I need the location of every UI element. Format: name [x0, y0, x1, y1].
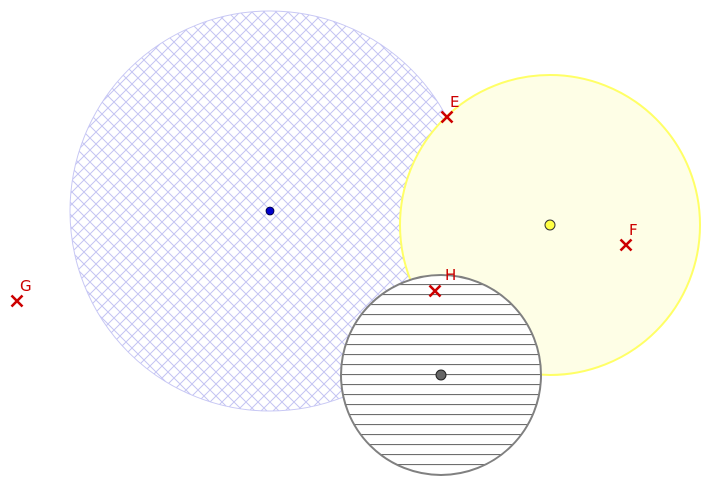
point-f-cross-marker [619, 238, 633, 252]
point-h-cross-marker [428, 284, 442, 298]
point-e-cross-marker [440, 110, 454, 124]
point-h-label: H [445, 266, 456, 284]
yellow-circle-center[interactable] [544, 219, 556, 231]
gray-circle-center[interactable] [435, 369, 447, 381]
point-g[interactable]: G [10, 277, 32, 308]
blue-circle-center[interactable] [265, 206, 275, 216]
point-g-cross-marker [10, 294, 24, 308]
point-e[interactable]: E [440, 93, 460, 124]
point-h[interactable]: H [428, 266, 457, 298]
point-f[interactable]: F [619, 221, 638, 252]
point-e-label: E [450, 93, 459, 111]
point-f-label: F [629, 221, 638, 239]
point-g-label: G [20, 277, 32, 295]
